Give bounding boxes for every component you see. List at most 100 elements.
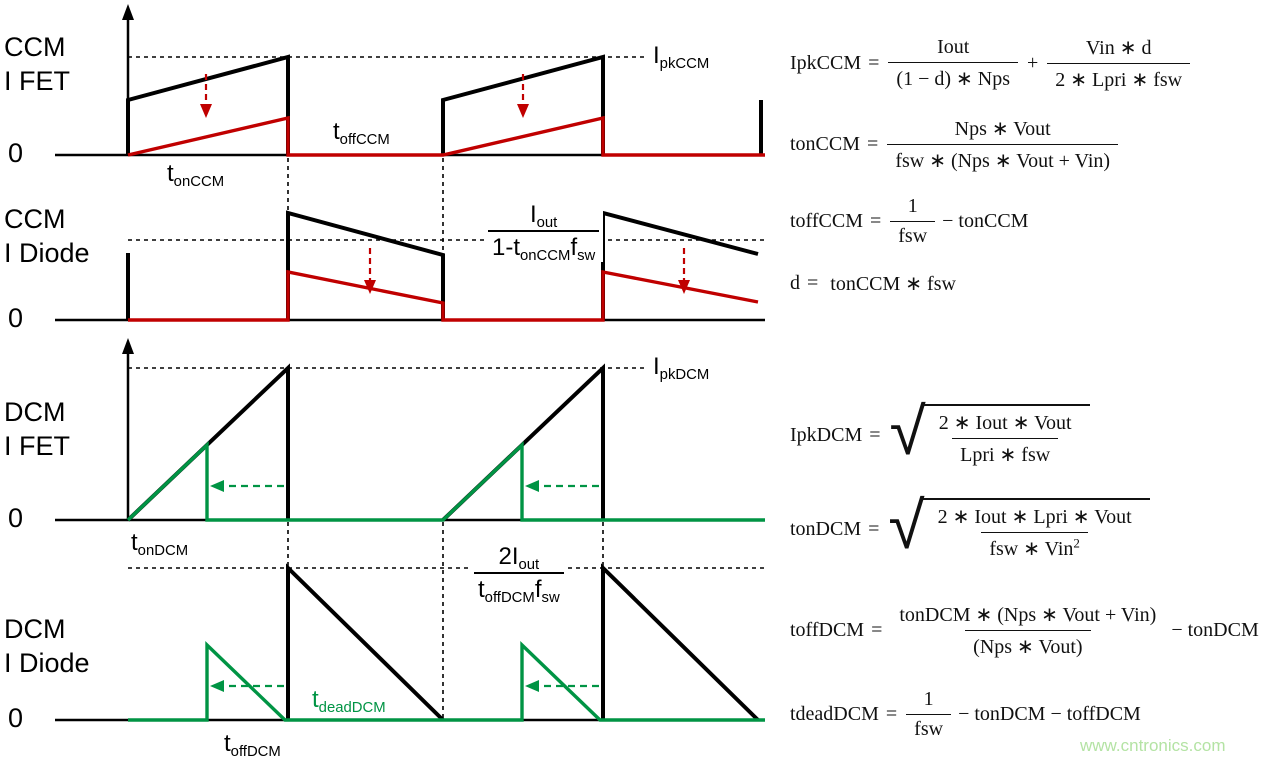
denominator: fsw ∗ Vin2 bbox=[981, 532, 1088, 561]
label-base: I bbox=[529, 201, 537, 228]
title-line: I Diode bbox=[4, 238, 90, 268]
ccm-diode-black-trace bbox=[286, 210, 445, 320]
eq-lhs: tonDCM bbox=[790, 518, 862, 540]
den-base: fsw ∗ Vin bbox=[989, 538, 1074, 560]
y-axis-arrowhead bbox=[122, 338, 134, 354]
numerator: 1 bbox=[923, 688, 934, 710]
title-line: CCM bbox=[4, 204, 66, 234]
equation-tonccm: tonCCM = Nps ∗ Vout fsw ∗ (Nps ∗ Vout + … bbox=[790, 116, 1120, 173]
ccm-fet-black-trace bbox=[126, 54, 290, 155]
label-sub: onCCM bbox=[520, 248, 571, 265]
green-left-arrowhead bbox=[525, 680, 539, 692]
fraction-denominator: toffDCMfsw bbox=[474, 572, 564, 607]
numerator: 1 bbox=[907, 195, 918, 217]
numerator: tonDCM ∗ (Nps ∗ Vout + Vin) bbox=[899, 604, 1157, 626]
numerator: 2 ∗ Iout ∗ Lpri ∗ Vout bbox=[937, 506, 1132, 528]
numerator: Vin ∗ d bbox=[1085, 37, 1152, 59]
label-sub: offDCM bbox=[484, 590, 535, 607]
equation-duty: d = tonCCM ∗ fsw bbox=[790, 271, 956, 296]
title-line: I FET bbox=[4, 66, 70, 96]
title-line: I FET bbox=[4, 431, 70, 461]
eq-lhs: IpkDCM bbox=[790, 424, 863, 446]
ccm-diode-zero-label: 0 bbox=[8, 303, 24, 333]
label-sub: pkDCM bbox=[659, 367, 710, 384]
denominator: fsw ∗ (Nps ∗ Vout + Vin) bbox=[887, 144, 1119, 173]
fraction: Nps ∗ Vout fsw ∗ (Nps ∗ Vout + Vin) bbox=[887, 116, 1119, 173]
equals-sign: = bbox=[867, 133, 879, 155]
label-base: t bbox=[131, 529, 138, 556]
fraction: 1 fsw bbox=[890, 195, 936, 248]
red-down-arrowhead bbox=[364, 280, 376, 294]
fraction-denominator: 1-tonCCMfsw bbox=[488, 230, 600, 265]
label-base: t bbox=[478, 576, 485, 603]
dcm-diode-black-trace bbox=[286, 563, 445, 722]
dcm-fet-zero-label: 0 bbox=[8, 503, 24, 533]
eq-rhs: tonCCM ∗ fsw bbox=[830, 273, 956, 295]
square-root: √ 2 ∗ Iout ∗ Lpri ∗ Vout fsw ∗ Vin2 bbox=[888, 493, 1150, 561]
eq-lhs: IpkCCM bbox=[790, 52, 862, 74]
label-sub: offCCM bbox=[339, 132, 390, 149]
eq-tail: − tonCCM bbox=[942, 210, 1029, 232]
tondcm-label: tonDCM bbox=[131, 529, 188, 559]
green-left-arrowhead bbox=[210, 680, 224, 692]
label-sub: deadDCM bbox=[318, 700, 386, 717]
label-sub: onCCM bbox=[173, 174, 225, 191]
ccm-diode-black-trace bbox=[601, 210, 759, 320]
red-down-arrowhead bbox=[517, 104, 529, 118]
denominator: (1 − d) ∗ Nps bbox=[888, 62, 1018, 91]
fraction: 2 ∗ Iout ∗ Lpri ∗ Vout fsw ∗ Vin2 bbox=[930, 504, 1140, 561]
toffdcm-label: toffDCM bbox=[224, 730, 281, 760]
label-sub: pkCCM bbox=[659, 56, 710, 73]
eq-lhs: tonCCM bbox=[790, 133, 861, 155]
ccm-fet-zero-label: 0 bbox=[8, 138, 24, 168]
dcm-diode-black-trace bbox=[601, 563, 760, 722]
dcm-diode-zero-label: 0 bbox=[8, 703, 24, 733]
fraction: 1 fsw bbox=[906, 688, 952, 741]
watermark: www.cntronics.com bbox=[1080, 736, 1226, 755]
dcm-diode-plot bbox=[55, 563, 765, 722]
numerator: Iout bbox=[937, 36, 970, 58]
title-line: DCM bbox=[4, 397, 66, 427]
equation-tondcm: tonDCM = √ 2 ∗ Iout ∗ Lpri ∗ Vout fsw ∗ … bbox=[790, 493, 1150, 561]
ccm-fet-red-trace bbox=[127, 115, 765, 157]
label-base: f bbox=[570, 234, 578, 261]
denominator: (Nps ∗ Vout) bbox=[965, 630, 1091, 659]
fraction-numerator: 2Iout bbox=[494, 543, 543, 574]
red-down-arrowhead bbox=[200, 104, 212, 118]
ipkdcm-peak-label: IpkDCM bbox=[653, 353, 710, 384]
eq-tail: − tonDCM − toffDCM bbox=[958, 703, 1141, 725]
label-sub: offDCM bbox=[230, 744, 281, 760]
eq-tail: − tonDCM bbox=[1171, 619, 1259, 641]
ccm-diode-title: CCM I Diode bbox=[4, 202, 90, 270]
green-left-arrowhead bbox=[525, 480, 539, 492]
dcm-fet-title: DCM I FET bbox=[4, 395, 70, 463]
equals-sign: = bbox=[868, 52, 880, 74]
y-axis-arrowhead bbox=[122, 4, 134, 20]
eq-lhs: tdeadDCM bbox=[790, 703, 879, 725]
dcm-fet-plot bbox=[55, 338, 765, 718]
label-base: t bbox=[312, 686, 319, 713]
label-base: t bbox=[224, 730, 231, 757]
label-base: 1-t bbox=[492, 234, 521, 261]
dcm-diode-level-label: 2Iout toffDCMfsw bbox=[470, 543, 568, 607]
equals-sign: = bbox=[885, 703, 898, 725]
den-exponent: 2 bbox=[1073, 535, 1080, 551]
title-line: I Diode bbox=[4, 648, 90, 678]
equation-tdeaddcm: tdeadDCM = 1 fsw − tonDCM − toffDCM bbox=[790, 688, 1141, 741]
tdeaddcm-label: tdeadDCM bbox=[312, 686, 386, 717]
fraction: 2 ∗ Iout ∗ Vout Lpri ∗ fsw bbox=[931, 410, 1080, 467]
label-base: I bbox=[653, 353, 660, 380]
dcm-diode-title: DCM I Diode bbox=[4, 612, 90, 680]
label-base: t bbox=[167, 160, 174, 187]
eq-lhs: toffCCM bbox=[790, 210, 863, 232]
equation-toffdcm: toffDCM = tonDCM ∗ (Nps ∗ Vout + Vin) (N… bbox=[790, 602, 1259, 659]
equation-ipkccm: IpkCCM = Iout (1 − d) ∗ Nps + Vin ∗ d 2 … bbox=[790, 35, 1192, 92]
label-base: I bbox=[653, 42, 660, 69]
label-sub: out bbox=[518, 557, 540, 574]
radicand: 2 ∗ Iout ∗ Vout Lpri ∗ fsw bbox=[920, 404, 1090, 467]
denominator: fsw bbox=[890, 221, 936, 248]
equals-sign: = bbox=[807, 272, 819, 294]
fraction: Vin ∗ d 2 ∗ Lpri ∗ fsw bbox=[1047, 35, 1191, 92]
fraction: tonDCM ∗ (Nps ∗ Vout + Vin) (Nps ∗ Vout) bbox=[891, 602, 1164, 659]
